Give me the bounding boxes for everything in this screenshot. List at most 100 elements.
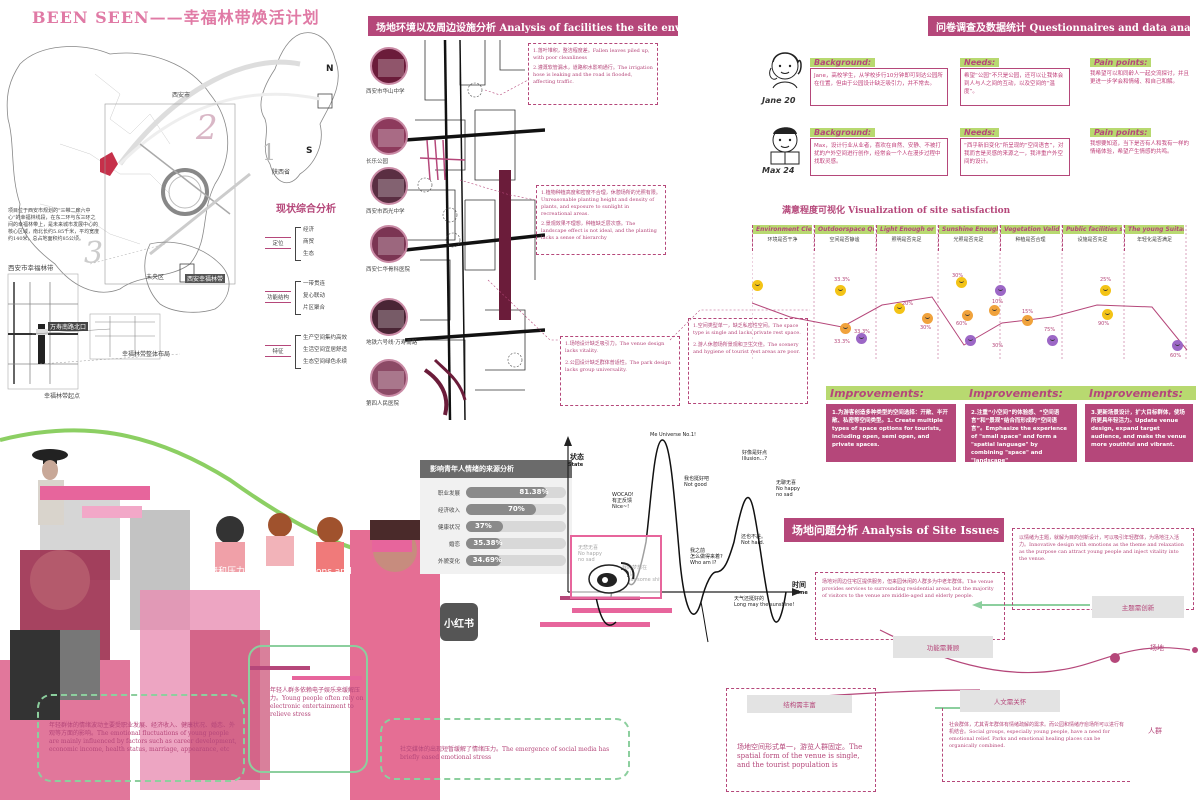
chart-category-label: 职业发展 bbox=[437, 491, 460, 497]
satisfaction-category: Sunshine Enough or not?光照是否充足 bbox=[938, 225, 998, 251]
tag-people: 人群 bbox=[1148, 727, 1162, 735]
satisfaction-category-sub: 种植是否合理 bbox=[1015, 237, 1046, 243]
satisfaction-category: Environment Clean or not? 环境是否干净 bbox=[752, 225, 812, 251]
avatar-jane bbox=[769, 52, 802, 89]
satisfaction-percent: 15% bbox=[1022, 309, 1034, 315]
note-1: 1.落叶堆积，整洁程度差。Fallen leaves piled up, wit… bbox=[533, 48, 650, 61]
note-connectors bbox=[459, 79, 810, 341]
satisfaction-face-icon bbox=[1047, 335, 1058, 346]
avatar-max bbox=[770, 127, 800, 165]
label-belt-overview: 幸福林带整体布局 bbox=[122, 351, 171, 358]
facility-photo bbox=[370, 117, 408, 155]
pink-bar bbox=[40, 486, 150, 500]
jane-pain-text: 我希望可以和同龄人一起交流探讨，并且更进一步学会和情绪、和自己和解。 bbox=[1090, 71, 1190, 85]
note-box-3: 1.场地设计缺乏吸引力。The venue design lacks vital… bbox=[560, 336, 680, 406]
chart-bar-value-label: 70% bbox=[508, 505, 525, 513]
mood-label: 还也不差。 Not hard. bbox=[741, 534, 767, 546]
chart-bar bbox=[466, 504, 536, 515]
satisfaction-category-label: The young Suitable or not? bbox=[1125, 225, 1184, 234]
chart-category-label: 健康状况 bbox=[437, 525, 460, 531]
label-shaanxi: 陕西省 bbox=[272, 169, 291, 176]
mood-label: WOCAO! 有正反馈 Nice~! bbox=[612, 492, 634, 510]
emotion-text-2: 年轻人群多依赖电子娱乐来缓解压力。Young people often rely… bbox=[270, 687, 364, 718]
issue-text-humanity: 社会群体，尤其青年群体有情绪疏解的需求。而公园和情绪疗愈场所可以进行有机结合。S… bbox=[949, 722, 1125, 749]
satisfaction-percent: 33.3% bbox=[854, 329, 870, 335]
facility-photo-label: 地铁六号线·万寿南路 bbox=[366, 340, 418, 346]
improvement-text: 3.更新场景设计，扩大目标群体，使场所更具年轻活力。Update venue d… bbox=[1085, 404, 1193, 462]
page-title: BEEN SEEN——幸福林带焕活计划 bbox=[32, 8, 320, 27]
satisfaction-category-sub: 设施是否充足 bbox=[1077, 237, 1108, 243]
satisfaction-face-icon bbox=[1172, 340, 1183, 351]
tree-item: 一带贯连 bbox=[303, 281, 326, 287]
chart-bar-track: 35.38% bbox=[466, 538, 566, 549]
chart-title: 影响青年人情绪的来源分析 bbox=[420, 460, 572, 478]
tree-item: 经济 bbox=[303, 227, 315, 233]
satisfaction-percent: 60% bbox=[956, 321, 968, 327]
tree-group-label: 定位 bbox=[265, 237, 291, 249]
tree-bracket bbox=[295, 227, 301, 261]
weibo-icon bbox=[588, 562, 635, 594]
mood-label: 天气还挺好的 Long may the sunshine! bbox=[734, 596, 795, 608]
site-issues-header: 场地问题分析 Analysis of Site Issues bbox=[784, 518, 1004, 542]
satisfaction-category-label: Sunshine Enough or not? bbox=[939, 225, 998, 234]
satisfaction-percent: 33.3% bbox=[834, 277, 850, 283]
tree-item: 生态空间绿色永续 bbox=[303, 359, 348, 365]
map-number-2: 2 bbox=[196, 108, 218, 148]
facility-photo-label: 西安市西光中学 bbox=[366, 209, 405, 215]
satisfaction-percent: 60% bbox=[1170, 353, 1182, 359]
label-belt: 西安市幸福林带 bbox=[8, 264, 54, 272]
pink-bar bbox=[82, 506, 142, 518]
pink-bar bbox=[572, 608, 672, 613]
facility-photo bbox=[370, 167, 408, 205]
label-xian: 西安市 bbox=[172, 92, 191, 99]
satisfaction-face-icon bbox=[1100, 285, 1111, 296]
satisfaction-face-icon bbox=[1102, 309, 1113, 320]
note-3: 1.植物种植高度和密度不合理，休憩场所的光照有限。Unreasonable pl… bbox=[541, 190, 661, 217]
person-name-jane: Jane 20 bbox=[762, 96, 796, 105]
satisfaction-percent: 30% bbox=[920, 325, 932, 331]
issue-text-structure: 场地空间形式单一，游览人群固定。The spatial form of the … bbox=[737, 743, 863, 769]
pink-bar bbox=[292, 676, 362, 680]
satisfaction-category-label: Public facilities sufficient or not? bbox=[1063, 225, 1122, 234]
issue-text-right: 以情绪为主题，就解为目的创新设计，可以吸引年轻群体，为场地注入活力。Innova… bbox=[1019, 535, 1184, 562]
jane-background-text: Jane，高校学生，从学校步行10分钟即可到达公园所在位置，但由于公园设计缺乏吸… bbox=[810, 68, 948, 106]
facility-photo bbox=[370, 298, 408, 336]
south-label: S bbox=[306, 146, 313, 156]
satisfaction-percent: 10% bbox=[992, 299, 1004, 305]
tree-item: 生活空间宜居舒适 bbox=[303, 347, 348, 353]
chart-bar-value-label: 37% bbox=[475, 522, 492, 530]
facility-photo bbox=[370, 47, 408, 85]
pink-bar bbox=[540, 622, 650, 627]
satisfaction-percent: 20% bbox=[902, 301, 914, 307]
intro-text: 项目位于西安市规划的“三带二廊六中心”的幸福林线段，在东二环与东三环之间的幸福林… bbox=[8, 208, 100, 242]
satisfaction-chart: Environment Clean or not?环境是否干净Outdoorsp… bbox=[752, 225, 1192, 360]
chart-bar-value-label: 81.38% bbox=[519, 488, 549, 496]
tree-group-label: 特征 bbox=[265, 345, 291, 357]
satisfaction-face-icon bbox=[1022, 315, 1033, 326]
satisfaction-category-label: Light Enough or not? bbox=[877, 225, 936, 234]
facility-photo bbox=[370, 359, 408, 397]
tag-structure: 结构需丰富 bbox=[747, 695, 852, 713]
jane-pain-title: Pain points: bbox=[1090, 58, 1152, 67]
tree-item: 生态 bbox=[303, 251, 315, 257]
issue-box-humanity: 社会群体，尤其青年群体有情绪疏解的需求。而公园和情绪疗愈场所可以进行有机结合。S… bbox=[942, 708, 1130, 782]
xiaohongshu-logo: 小红书 bbox=[440, 603, 478, 641]
satisfaction-category-label: Environment Clean or not? bbox=[753, 225, 812, 234]
note-8: 2.游人休憩场所景观和卫生欠佳。The scenery and hygiene … bbox=[693, 342, 800, 355]
map-number-3: 3 bbox=[84, 236, 104, 271]
satisfaction-face-icon bbox=[962, 310, 973, 321]
tree-item: 商贸 bbox=[303, 239, 315, 245]
satisfaction-percent: 33.3% bbox=[834, 339, 850, 345]
pink-bar bbox=[372, 540, 412, 552]
tree-item: 复心联动 bbox=[303, 293, 326, 299]
questionnaire-header: 问卷调查及数据统计 Questionnaires and data analys… bbox=[928, 16, 1190, 36]
mood-xlabel-en: Time bbox=[794, 590, 808, 596]
jane-needs-title: Needs: bbox=[960, 58, 1000, 67]
note-7: 1.空间类型单一，缺乏私密性空间。The space type is singl… bbox=[693, 323, 801, 336]
emotion-text-1: 年轻群体的情绪波动主要受职业发展、经济收入、健康状况、婚恋、外观等方面的影响。T… bbox=[49, 722, 237, 753]
mood-label: 我之前 怎么做得来着? Who am I? bbox=[690, 548, 723, 566]
tag-innovate: 主题需创新 bbox=[1092, 596, 1184, 618]
satisfaction-category-sub: 环境是否干净 bbox=[767, 237, 798, 243]
chart-bar-value-label: 34.69% bbox=[472, 556, 502, 564]
